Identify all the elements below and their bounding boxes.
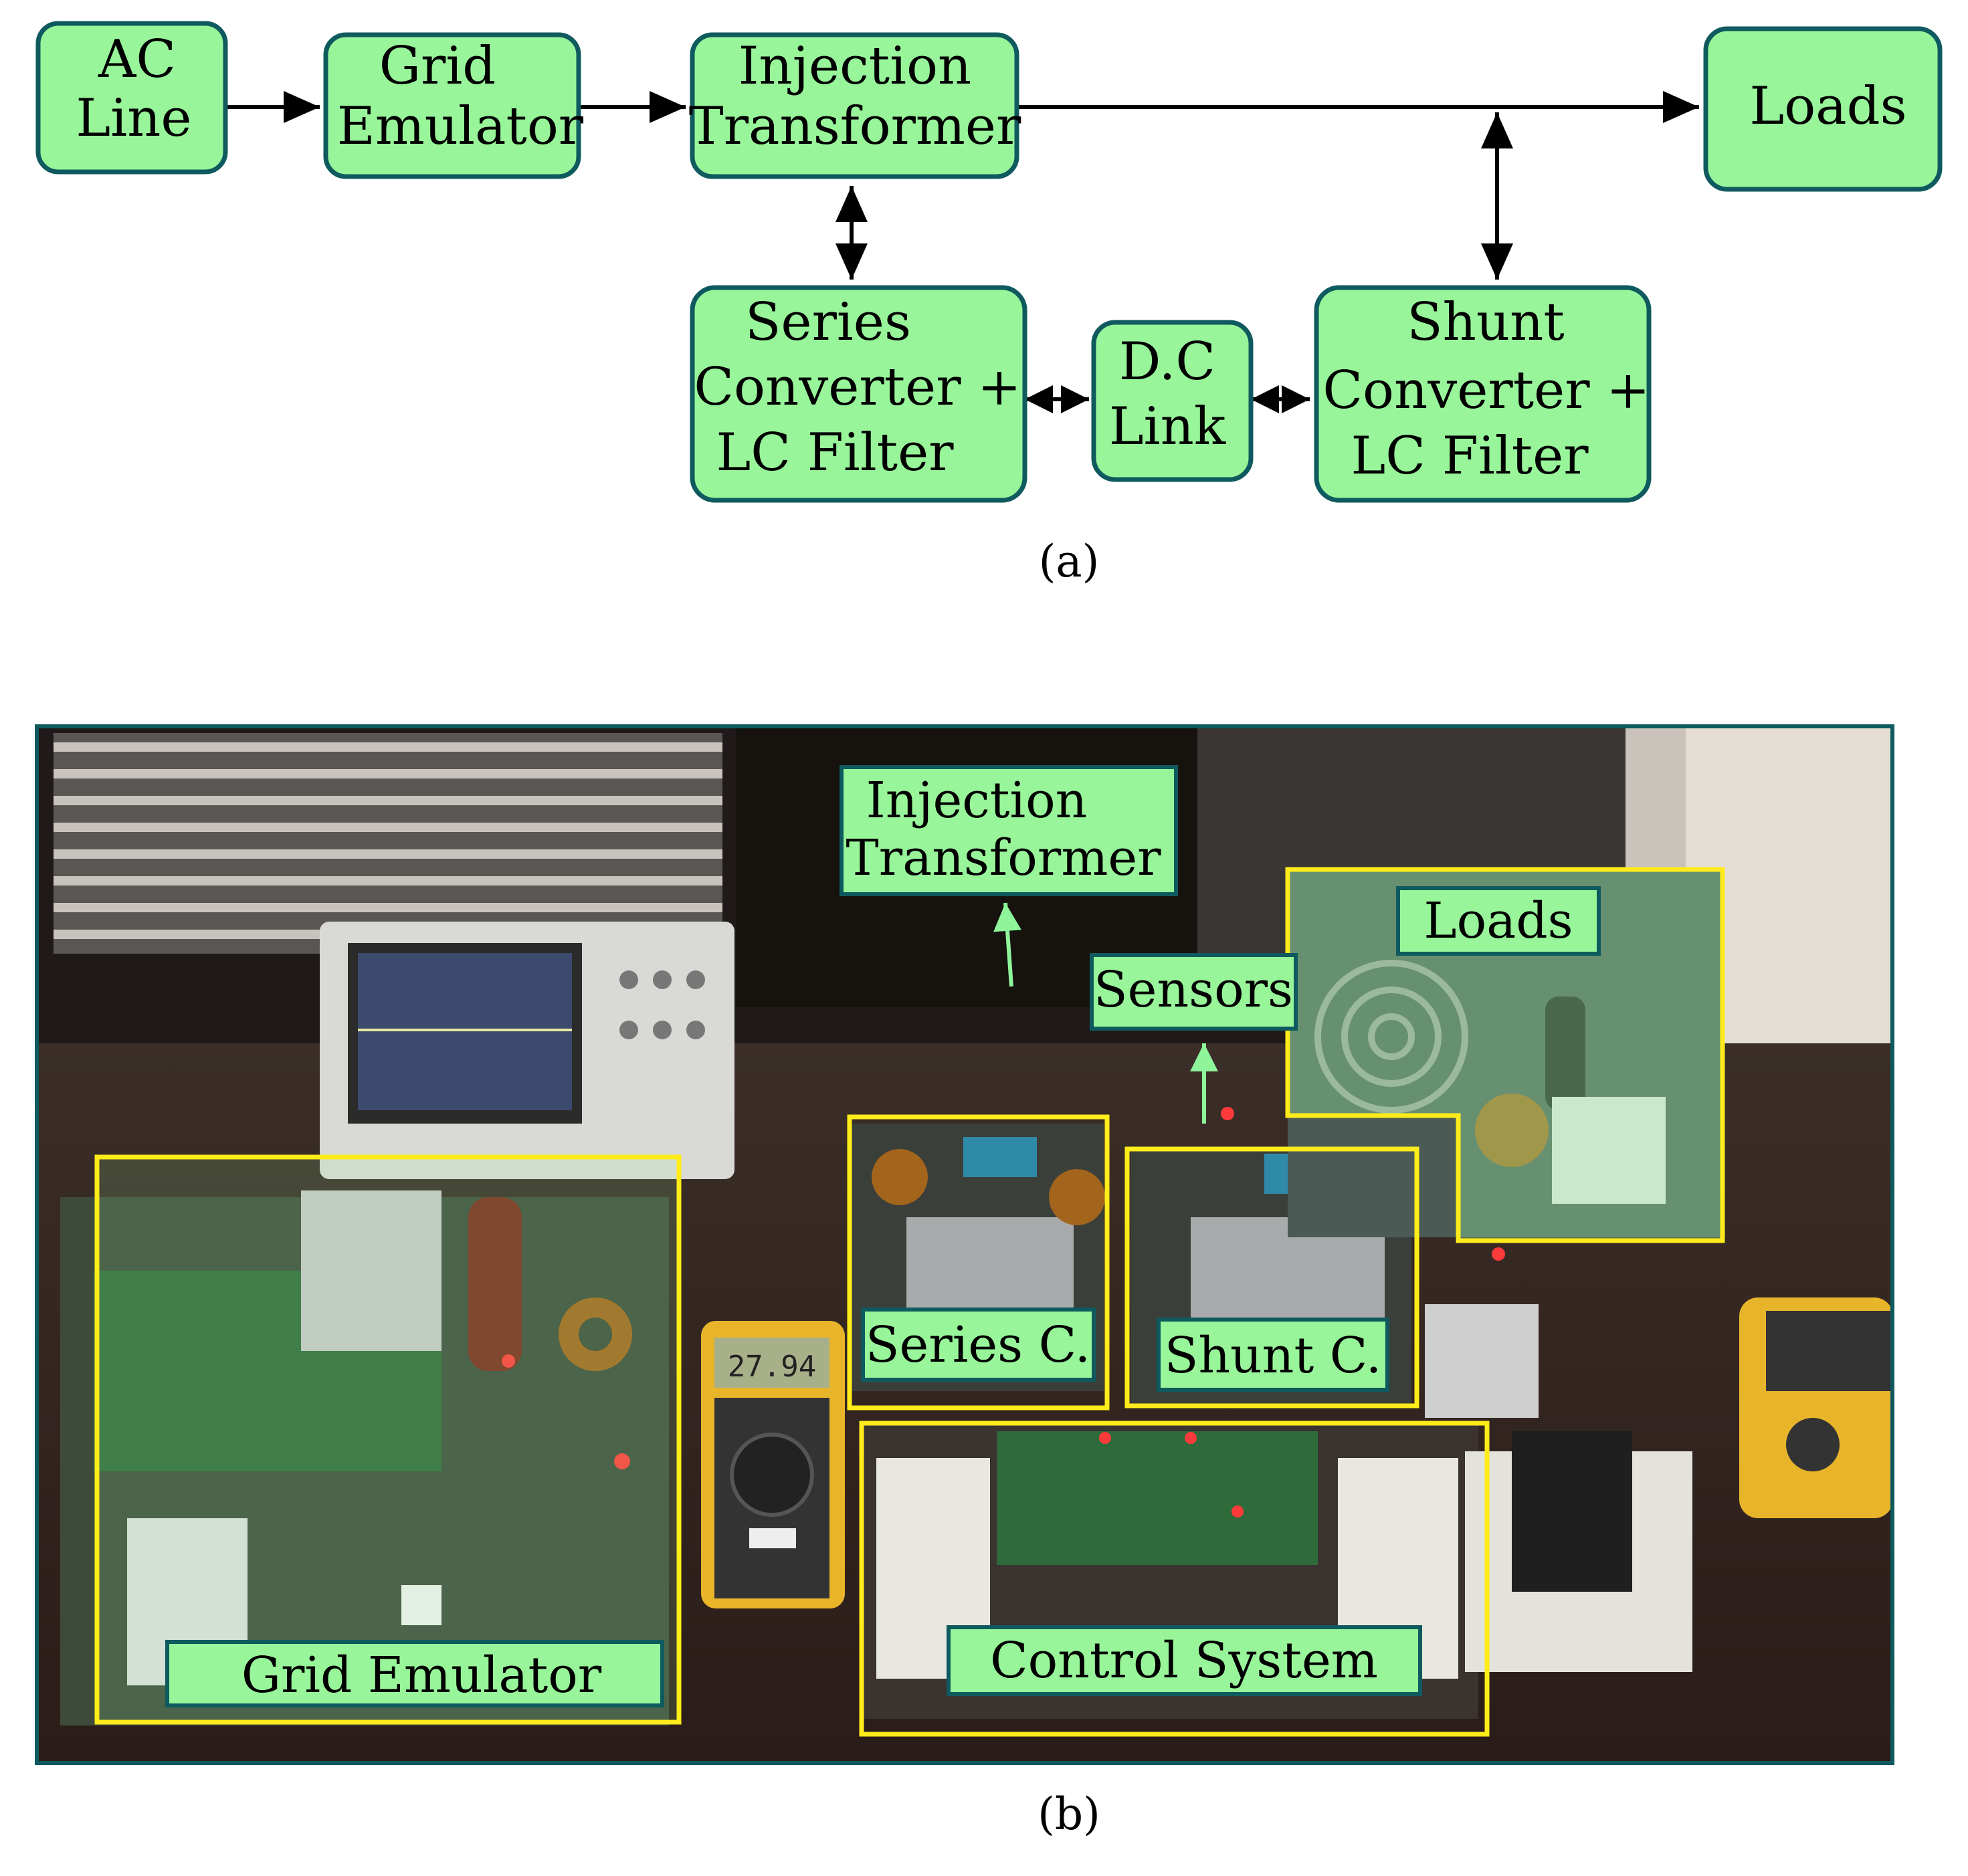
photo-injection-label-1: Injection <box>866 772 1088 829</box>
photo-label-sensors: Sensors <box>1090 953 1298 1031</box>
series-converter-label-1: Series <box>745 292 911 352</box>
shunt-converter-outline <box>1124 1146 1419 1409</box>
series-converter-label-2: Converter + <box>694 357 1021 417</box>
caption-a: (a) <box>1039 536 1100 587</box>
ac-line-label-1: AC <box>98 29 176 90</box>
caption-b: (b) <box>1038 1788 1100 1840</box>
shunt-converter-label-3: LC Filter <box>1351 426 1589 486</box>
injection-transformer-label-1: Injection <box>739 36 972 96</box>
series-converter-outline <box>847 1114 1110 1411</box>
multimeter: 27.94 <box>701 1321 845 1608</box>
power-supply <box>1425 1304 1692 1672</box>
window-blinds <box>54 733 722 954</box>
hardware-photo: 27.94 <box>35 724 1894 1840</box>
oscilloscope <box>320 922 734 1179</box>
grid-emulator-highlight-fill <box>97 1157 679 1722</box>
grid-emulator-hardware <box>60 1190 669 1726</box>
grid-emulator-outline <box>94 1154 682 1725</box>
injection-transformer-block: Injection Transformer <box>689 32 1021 179</box>
photo-frame <box>35 724 1894 1765</box>
dc-link-block: D.C Link <box>1091 320 1254 482</box>
photo-label-shunt-c: Shunt C. <box>1157 1318 1389 1392</box>
photo-label-loads: Loads <box>1396 886 1601 956</box>
photo-shunt-label: Shunt C. <box>1165 1327 1381 1384</box>
series-converter-block: Series Converter + LC Filter <box>690 285 1027 503</box>
loads-highlight-fill <box>1288 869 1723 1241</box>
shunt-converter-label-2: Converter + <box>1322 360 1650 421</box>
dc-link-label-1: D.C <box>1119 332 1215 392</box>
loads-label: Loads <box>1749 76 1906 136</box>
photo-injection-label-2: Transformer <box>846 829 1161 887</box>
shunt-converter-block: Shunt Converter + LC Filter <box>1314 285 1652 503</box>
photo-sensors-label: Sensors <box>1094 961 1293 1019</box>
photo-label-control-system: Control System <box>947 1625 1422 1696</box>
photo-control-system-label: Control System <box>990 1632 1378 1689</box>
block-diagram: AC Line Grid Emulator Injection Transfor… <box>35 21 1943 587</box>
injection-transformer-pointer <box>993 902 1021 987</box>
ac-line-label-2: Line <box>76 88 191 148</box>
photo-grid-emulator-label: Grid Emulator <box>241 1647 602 1704</box>
photo-loads-label: Loads <box>1423 892 1573 950</box>
grid-emulator-label-2: Emulator <box>337 96 584 157</box>
photo-series-label: Series C. <box>866 1316 1090 1374</box>
photo-label-series-c: Series C. <box>861 1308 1096 1382</box>
power-quality-analyzer <box>1739 1297 1892 1518</box>
grid-emulator-block: Grid Emulator <box>323 32 584 179</box>
shunt-converter-label-1: Shunt <box>1407 292 1565 352</box>
dc-link-label-2: Link <box>1109 397 1226 457</box>
series-converter-label-3: LC Filter <box>716 423 954 483</box>
loads-block: Loads <box>1703 26 1943 192</box>
loads-outline <box>1285 867 1725 1243</box>
injection-transformer-label-2: Transformer <box>689 96 1021 157</box>
photo-label-grid-emulator: Grid Emulator <box>165 1640 664 1707</box>
photo-label-injection-transformer: Injection Transformer <box>840 765 1178 896</box>
grid-emulator-label-1: Grid <box>379 36 496 96</box>
ac-line-block: AC Line <box>35 21 228 175</box>
multimeter-display: 27.94 <box>728 1350 816 1384</box>
control-system-outline <box>859 1421 1490 1737</box>
